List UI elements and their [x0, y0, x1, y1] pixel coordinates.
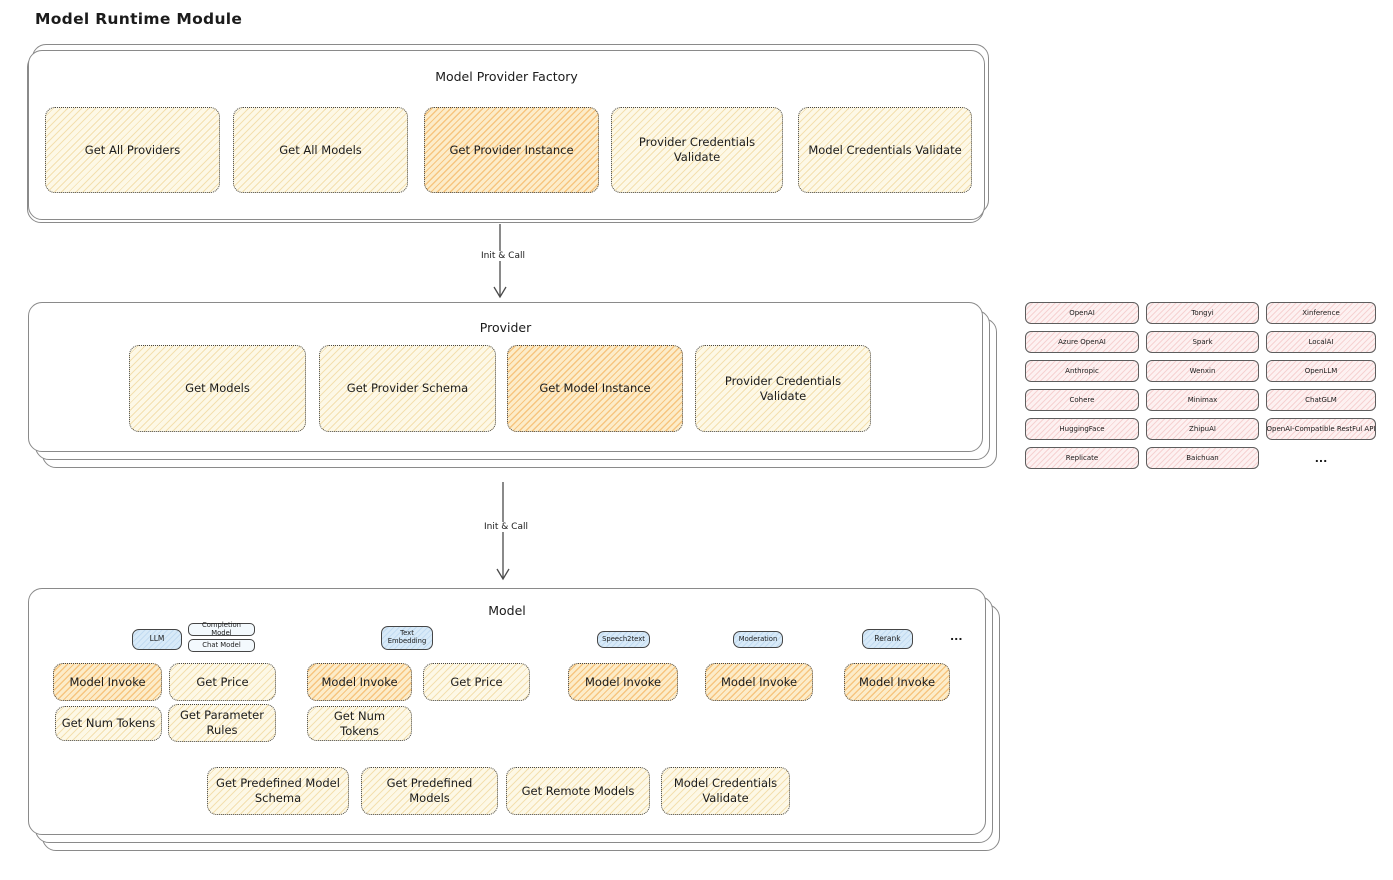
factory-node-get-provider-instance: Get Provider Instance — [424, 107, 599, 193]
model-node-get-predefined-model-schema: Get Predefined Model Schema — [207, 767, 349, 815]
tab-speech2text: Speech2text — [597, 631, 650, 648]
arrow1-label: Init & Call — [455, 251, 551, 261]
vendor-chip-tongyi: Tongyi — [1146, 302, 1259, 324]
model-node-model-credentials-validate: Model Credentials Validate — [661, 767, 790, 815]
model-title: Model — [488, 603, 526, 618]
vendor-chip-openai: OpenAI — [1025, 302, 1139, 324]
tab-completion-model: Completion Model — [188, 621, 255, 636]
vendor-chip-replicate: Replicate — [1025, 447, 1139, 469]
model-node-invoke-moderation: Model Invoke — [705, 663, 813, 701]
vendor-chip-chatglm: ChatGLM — [1266, 389, 1376, 411]
vendor-chip-zhipuai: ZhipuAI — [1146, 418, 1259, 440]
vendor-chip-spark: Spark — [1146, 331, 1259, 353]
vendor-chip-openai-compatible-restful-api: OpenAI-Compatible RestFul API — [1266, 418, 1376, 440]
arrow-factory-to-provider — [492, 224, 508, 300]
vendor-chip-huggingface: HuggingFace — [1025, 418, 1139, 440]
arrow-down-icon — [496, 482, 510, 581]
factory-node-model-credentials-validate: Model Credentials Validate — [798, 107, 972, 193]
vendor-chip-xinference: Xinference — [1266, 302, 1376, 324]
vendor-chip-baichuan: Baichuan — [1146, 447, 1259, 469]
factory-title: Model Provider Factory — [435, 69, 578, 84]
vendor-chip-openllm: OpenLLM — [1266, 360, 1376, 382]
model-node-invoke-rerank: Model Invoke — [844, 663, 950, 701]
provider-node-get-model-instance: Get Model Instance — [507, 345, 683, 432]
model-node-invoke-text-embedding: Model Invoke — [307, 663, 412, 701]
model-node-invoke-speech2text: Model Invoke — [568, 663, 678, 701]
page-title: Model Runtime Module — [35, 10, 243, 28]
tab-chat-model: Chat Model — [188, 639, 255, 652]
factory-node-get-all-models: Get All Models — [233, 107, 408, 193]
tabs-ellipsis: ... — [950, 630, 963, 643]
model-node-get-price-text-embedding: Get Price — [423, 663, 530, 701]
model-node-invoke-llm: Model Invoke — [53, 663, 162, 701]
tab-text-embedding: Text Embedding — [381, 626, 433, 650]
arrow2-label: Init & Call — [458, 522, 554, 532]
vendor-chip-cohere: Cohere — [1025, 389, 1139, 411]
provider-title: Provider — [479, 320, 532, 335]
factory-node-provider-credentials-validate: Provider Credentials Validate — [611, 107, 783, 193]
model-node-get-num-tokens-llm: Get Num Tokens — [55, 706, 162, 741]
vendor-chip-anthropic: Anthropic — [1025, 360, 1139, 382]
vendor-grid: OpenAI Azure OpenAI Anthropic Cohere Hug… — [1025, 302, 1376, 469]
model-node-get-parameter-rules: Get Parameter Rules — [168, 704, 276, 742]
vendor-ellipsis: ... — [1314, 451, 1328, 465]
tab-llm: LLM — [132, 629, 182, 650]
model-node-get-remote-models: Get Remote Models — [506, 767, 650, 815]
vendor-chip-wenxin: Wenxin — [1146, 360, 1259, 382]
vendor-chip-minimax: Minimax — [1146, 389, 1259, 411]
provider-node-get-provider-schema: Get Provider Schema — [319, 345, 496, 432]
model-node-get-num-tokens-text-embedding: Get Num Tokens — [307, 706, 412, 741]
arrow-provider-to-model — [495, 482, 511, 582]
provider-node-provider-credentials-validate: Provider Credentials Validate — [695, 345, 871, 432]
provider-node-get-models: Get Models — [129, 345, 306, 432]
arrow-down-icon — [493, 224, 507, 299]
vendor-chip-localai: LocalAI — [1266, 331, 1376, 353]
tab-rerank: Rerank — [862, 629, 913, 649]
model-node-get-predefined-models: Get Predefined Models — [361, 767, 498, 815]
factory-node-get-all-providers: Get All Providers — [45, 107, 220, 193]
model-node-get-price-llm: Get Price — [169, 663, 276, 701]
vendor-chip-azure-openai: Azure OpenAI — [1025, 331, 1139, 353]
tab-moderation: Moderation — [733, 631, 783, 648]
